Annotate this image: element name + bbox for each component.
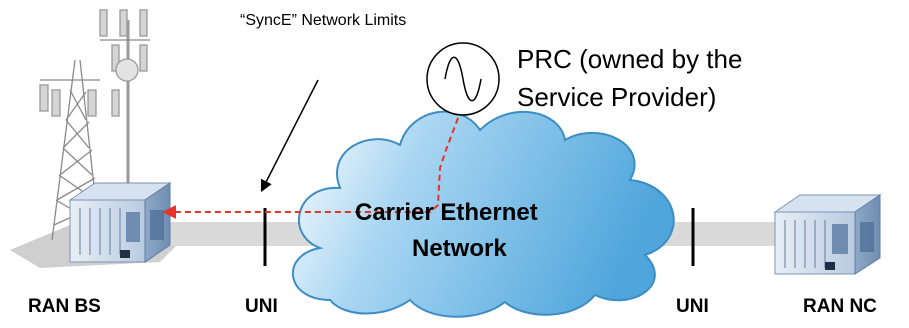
ran-nc-equipment-icon [773, 194, 882, 275]
ran-bs-equipment-icon [68, 182, 172, 263]
prc-label-line2: Service Provider) [517, 82, 717, 112]
prc-label-line1: PRC (owned by the [517, 44, 743, 74]
sync-path-arrow [162, 117, 459, 219]
cell-tower-icon [39, 9, 150, 241]
cloud-label-line2: Network [412, 235, 507, 262]
oscillator-sine-icon [426, 42, 500, 116]
synce-limit-arrow [260, 79, 319, 193]
ran-nc-label: RAN NC [803, 296, 877, 317]
carrier-ethernet-cloud [292, 110, 675, 318]
ran-bs-label: RAN BS [28, 296, 101, 317]
synce-limits-label: “SyncE” Network Limits [240, 12, 407, 29]
cloud-label-line1: Carrier Ethernet [355, 199, 538, 226]
uni-right-label: UNI [676, 296, 709, 317]
uni-left-label: UNI [245, 296, 278, 317]
